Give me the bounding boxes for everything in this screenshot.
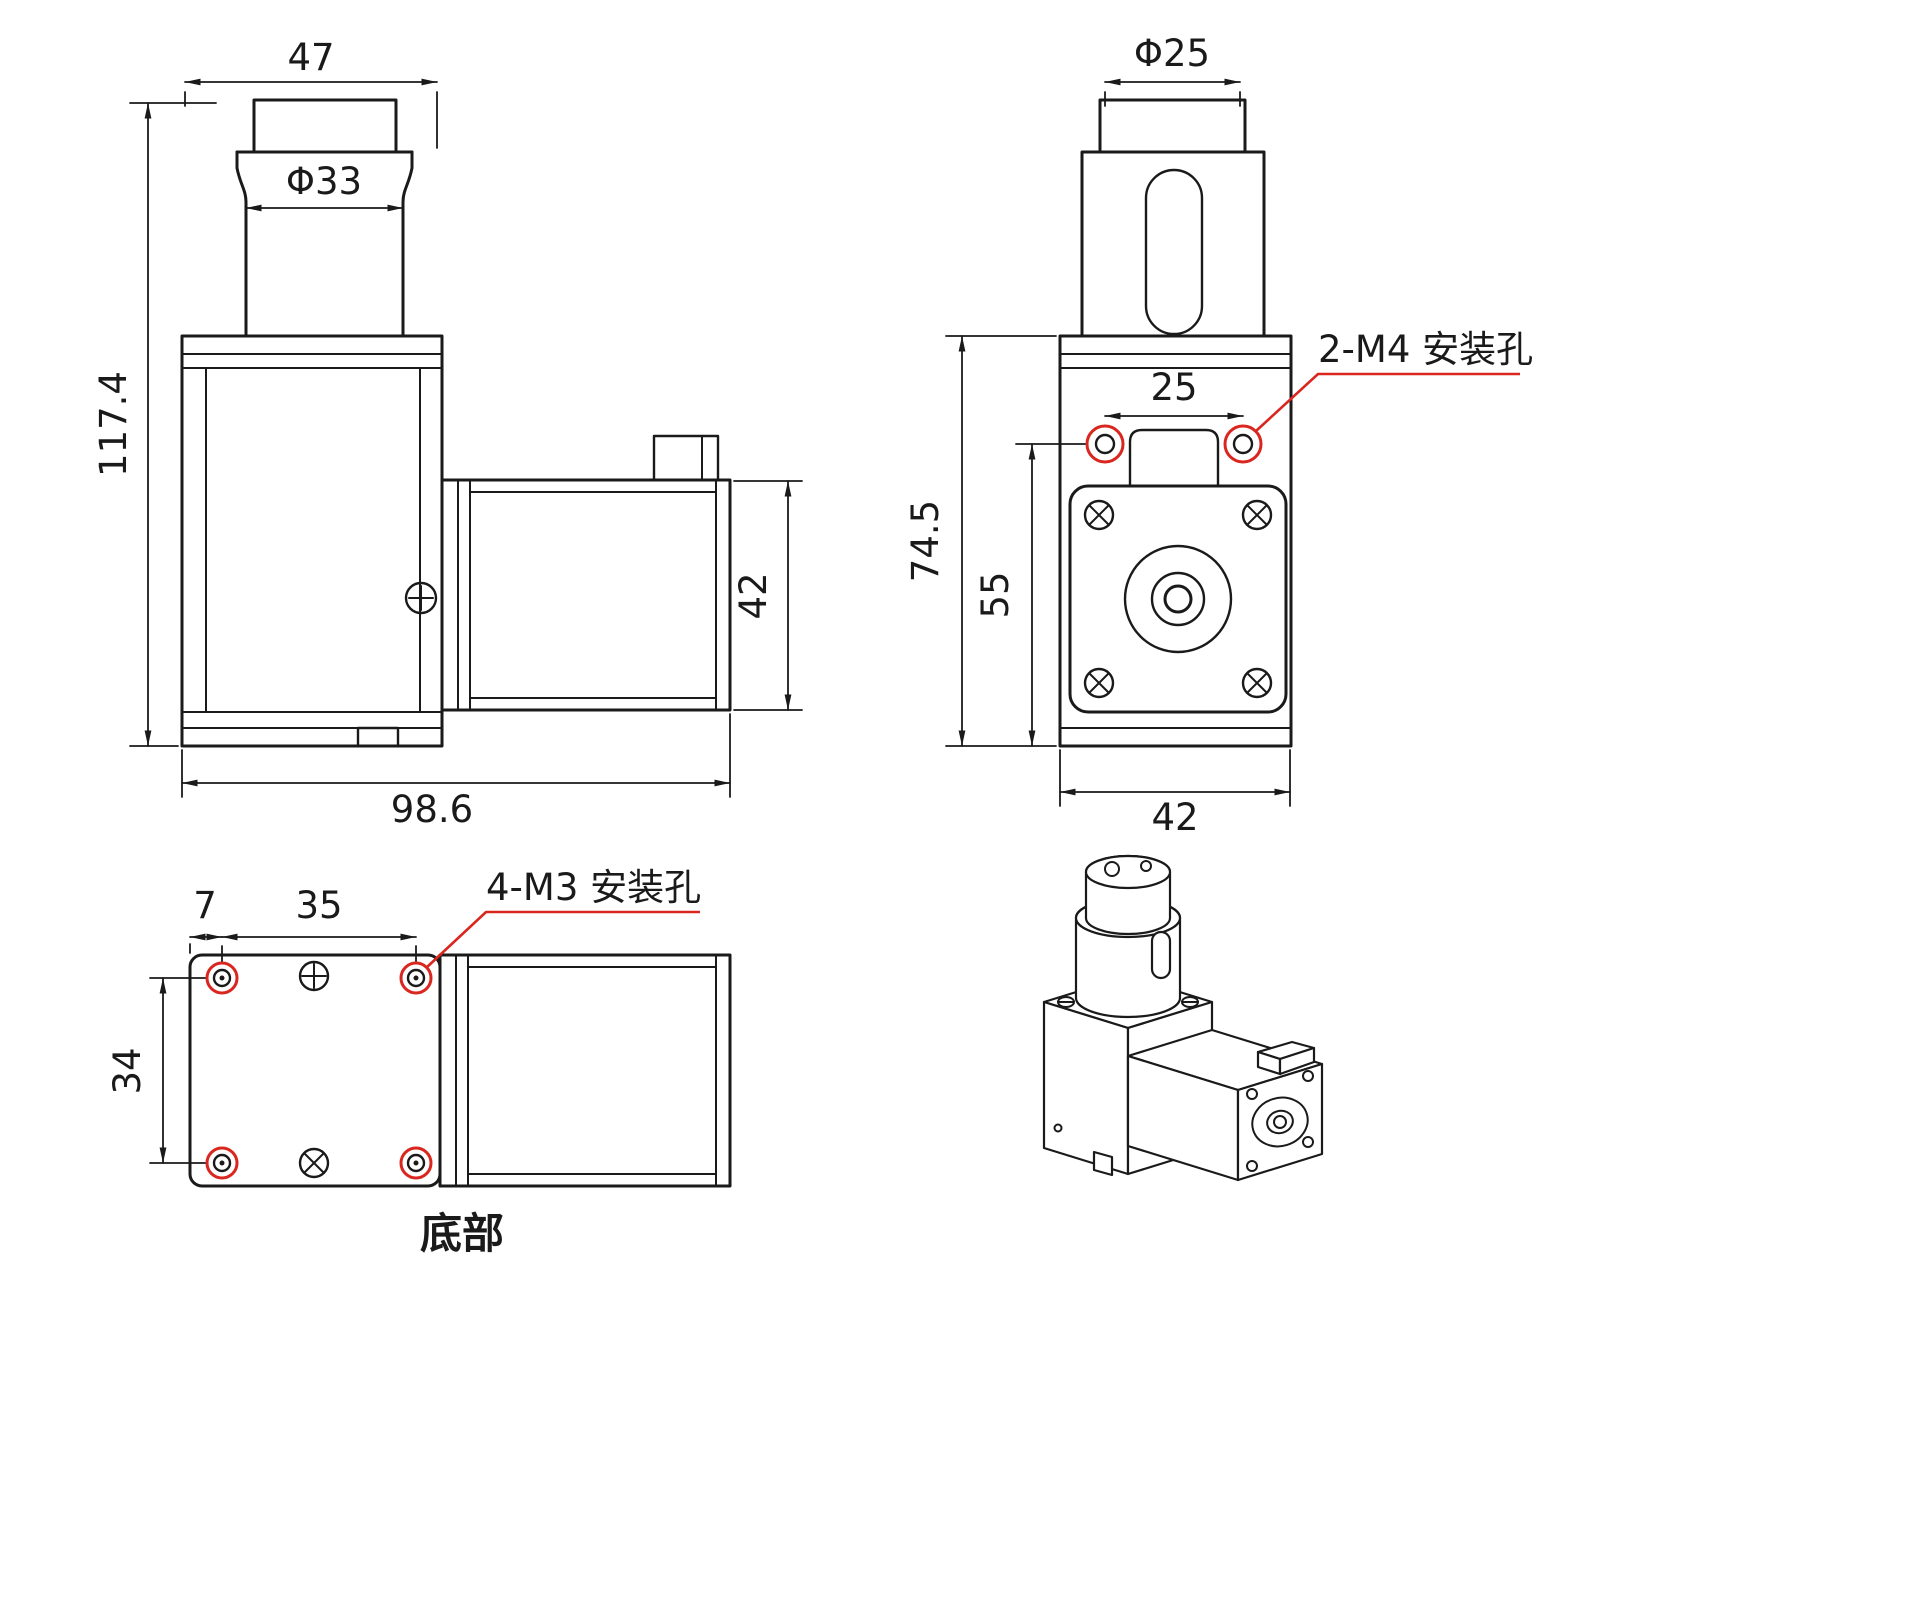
bottom-screw-top (298, 960, 330, 992)
dim-25-text: 25 (1150, 366, 1197, 409)
iso-cap-top-face (1084, 854, 1172, 890)
dim-74-5-text: 74.5 (904, 500, 947, 582)
callout-m3-leader (425, 910, 700, 969)
callout-m4-leader (1255, 372, 1520, 432)
bottom-motor-detail-lines (455, 954, 717, 1187)
side-body-detail-lines (181, 353, 443, 729)
dim-42-side: 42 (732, 480, 803, 711)
side-bottom-tab (356, 726, 400, 748)
dim-7: 7 (189, 884, 223, 954)
bottom-view-label: 底部 (420, 1209, 504, 1258)
flange-screw (1083, 499, 1115, 531)
bottom-motor-outline (438, 953, 732, 1188)
side-connector (652, 434, 720, 482)
dim-7-text: 7 (193, 884, 217, 927)
dim-phi25-text: Φ25 (1134, 32, 1210, 75)
iso-motor-connector (1256, 1040, 1316, 1076)
dim-47-text: 47 (287, 36, 334, 79)
side-cap-outline (252, 98, 398, 154)
dim-55: 55 (974, 443, 1086, 747)
dim-117-4: 117.4 (92, 102, 217, 747)
bottom-screw-bottom (298, 1147, 330, 1179)
iso-body-left-face (1042, 1000, 1130, 1176)
side-screw (404, 581, 438, 615)
m3-hole-bottom-left (205, 1146, 239, 1180)
side-motor-detail-lines (457, 479, 717, 711)
callout-m4-text: 2-M4 安装孔 (1318, 328, 1533, 371)
front-body-outline (1058, 334, 1293, 748)
dim-phi33-text: Φ33 (286, 160, 362, 203)
front-center-boss (1128, 428, 1220, 488)
iso-cap-port-small (1140, 860, 1152, 872)
m4-hole-left (1085, 424, 1125, 464)
side-neck-outline (235, 150, 414, 338)
callout-m3: 4-M3 安装孔 (425, 866, 701, 969)
m3-hole-top-left (205, 961, 239, 995)
dim-117-4-text: 117.4 (92, 371, 135, 477)
front-cap-outline (1098, 98, 1247, 154)
dim-phi25: Φ25 (1104, 32, 1241, 107)
dim-55-text: 55 (974, 571, 1017, 618)
dim-34-text: 34 (106, 1047, 149, 1094)
front-shaft-boss (1123, 544, 1233, 654)
flange-screw (1083, 667, 1115, 699)
dim-42-side-text: 42 (732, 572, 775, 619)
dim-42-front-text: 42 (1151, 796, 1198, 839)
front-neck-slot (1144, 168, 1204, 336)
side-body-outline (180, 334, 444, 748)
dim-42-front: 42 (1059, 749, 1291, 839)
flange-screws (1083, 499, 1273, 699)
dim-98-6-text: 98.6 (391, 788, 473, 831)
dim-25: 25 (1104, 366, 1244, 420)
iso-neck-slot (1150, 930, 1172, 980)
dim-35: 35 (221, 884, 417, 962)
flange-screw (1241, 667, 1273, 699)
flange-screw (1241, 499, 1273, 531)
bottom-view: 7 35 34 4-M3 安装孔 底部 (106, 866, 732, 1258)
iso-motor-flange-face (1236, 1062, 1324, 1182)
front-view: Φ25 25 74.5 55 42 2-M4 安 (904, 32, 1533, 839)
m3-hole-bottom-right (399, 1146, 433, 1180)
dim-35-text: 35 (295, 884, 342, 927)
isometric-view (1042, 854, 1324, 1182)
front-flange-outline (1068, 484, 1288, 714)
side-motor-outline (440, 478, 732, 712)
dim-74-5: 74.5 (904, 335, 1057, 747)
iso-bottom-tab (1092, 1150, 1114, 1177)
callout-m4: 2-M4 安装孔 (1255, 328, 1533, 432)
front-body-detail-lines (1059, 353, 1292, 729)
dim-47: 47 (184, 36, 438, 149)
m4-hole-right (1223, 424, 1263, 464)
dim-34: 34 (106, 977, 206, 1164)
iso-cap-port-large (1104, 861, 1120, 877)
m3-hole-top-right (399, 961, 433, 995)
callout-m3-text: 4-M3 安装孔 (486, 866, 701, 909)
iso-top-screws (1057, 996, 1199, 1008)
dim-phi33: Φ33 (245, 160, 404, 212)
iso-flange-boss (1251, 1096, 1309, 1148)
iso-flange-screws (1246, 1070, 1314, 1172)
front-neck-outline (1080, 150, 1266, 338)
iso-left-face-screw (1053, 1123, 1063, 1133)
dim-98-6: 98.6 (181, 713, 731, 831)
side-view: 47 Φ33 117.4 42 98.6 (92, 36, 803, 831)
